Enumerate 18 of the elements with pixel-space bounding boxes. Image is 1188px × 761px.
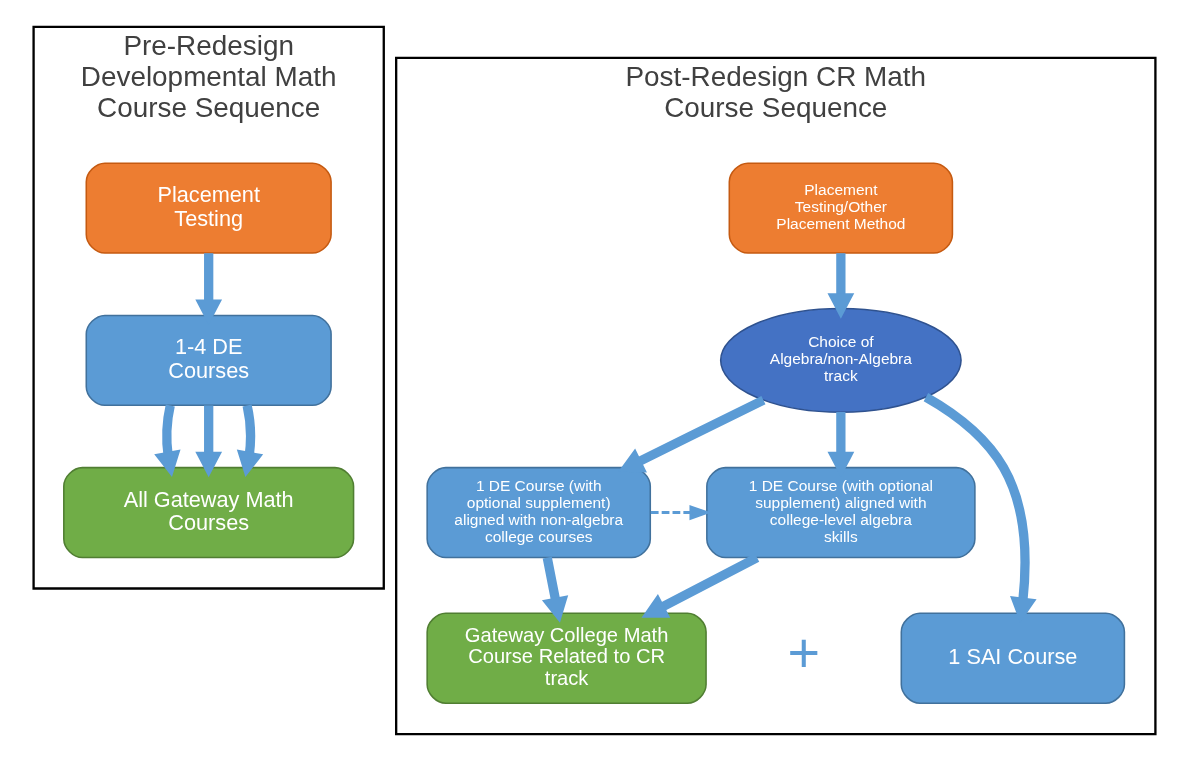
arrow [194,405,222,478]
node-box: 1 SAI Course [900,612,1125,704]
arrow [153,404,181,477]
arrow [617,395,765,473]
node-box: Placement Testing [85,162,332,254]
node-box: All Gateway Math Courses [62,466,354,559]
arrow [236,404,263,477]
node-ellipse: Choice of Algebra/non-Algebra track [719,307,962,413]
arrow [650,504,711,521]
arrow [827,253,854,319]
node-box: Placement Testing/Other Placement Method [728,162,953,254]
node-box: 1 DE Course (with optional supplement) aligned with college-level algebra skills [705,466,976,559]
arrow [541,556,568,623]
node-box: Gateway College Math Course Related to CR track [425,612,707,704]
node-box: 1-4 DE Courses [85,314,332,407]
label: + [786,621,820,684]
node-box: 1 DE Course (with optional supplement) aligned with non-algebra college courses [425,466,651,559]
arrow [640,553,759,618]
